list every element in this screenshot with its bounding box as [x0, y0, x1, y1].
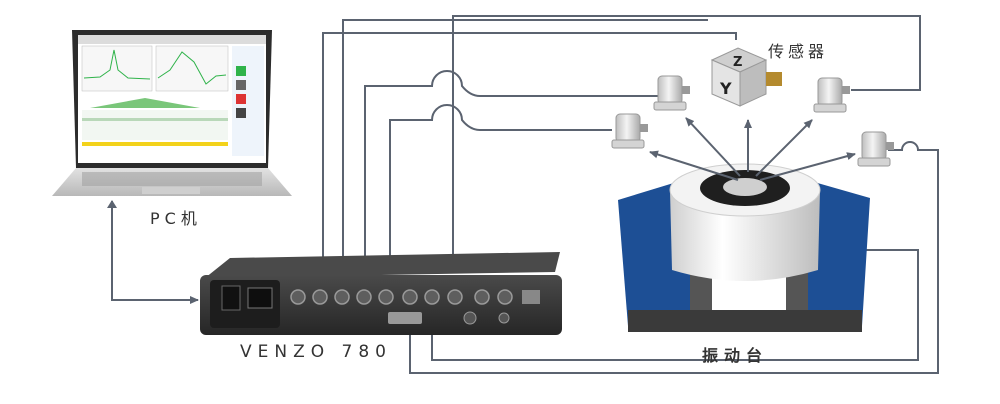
cable-pc-link: [111, 206, 199, 304]
ethernet-port[interactable]: [522, 290, 540, 304]
sensor-right-top: [813, 77, 850, 113]
laptop-keyboard: [82, 172, 262, 186]
sensor-arrows: [649, 117, 856, 181]
bnc-connector[interactable]: [447, 289, 463, 305]
screen-table: [82, 110, 228, 140]
cable-sensor-left-top: [339, 19, 708, 267]
cube-y-label: Y: [719, 79, 732, 98]
arrow-to-right-top: [755, 119, 813, 177]
cable-sensor-mid: [361, 70, 668, 267]
cube-z-label: Z: [733, 55, 742, 70]
pc-label: PC机: [150, 209, 202, 228]
bnc-connector[interactable]: [474, 289, 490, 305]
cable-sensor-right-top: [449, 15, 921, 267]
screen-side-icon-4: [236, 108, 246, 118]
sensor-left-bottom: [611, 113, 648, 149]
cable-drive-output: [431, 249, 919, 361]
screen-toolbar: [78, 35, 266, 44]
screen-side-icon-2: [236, 80, 246, 90]
small-connector[interactable]: [498, 312, 510, 324]
cube-connector: [766, 72, 782, 86]
arrow-to-right: [759, 152, 856, 181]
arrow-to-left-bottom: [649, 150, 739, 181]
screen-status-bar: [82, 142, 228, 146]
shaker-base: [628, 310, 862, 332]
shaker-table-insert: [723, 178, 767, 196]
bnc-connector[interactable]: [334, 289, 350, 305]
controller-label: VENZO 780: [240, 342, 392, 362]
screen-plot-left: [81, 45, 153, 92]
bnc-connector[interactable]: [378, 289, 394, 305]
power-socket[interactable]: [247, 287, 273, 309]
sensor-label: 传感器: [768, 42, 829, 61]
cube-right: [739, 59, 767, 107]
screen-side-icon-1: [236, 66, 246, 76]
bnc-connector[interactable]: [312, 289, 328, 305]
screen-plot-right: [155, 45, 229, 92]
controller-box: [200, 252, 562, 335]
shaker-label: 振动台: [702, 346, 769, 365]
bnc-connector[interactable]: [356, 289, 372, 305]
screen-curve-right: [157, 51, 227, 85]
db-port[interactable]: [388, 312, 422, 324]
arrow-to-left-top: [685, 117, 741, 177]
cable-sensor-right: [409, 141, 939, 374]
sensor-cube: Z Y: [710, 47, 782, 107]
cable-sensor-left-bottom: [386, 104, 612, 267]
screen-table-row: [82, 118, 228, 121]
bnc-connector[interactable]: [424, 289, 440, 305]
bnc-connector[interactable]: [290, 289, 306, 305]
laptop: [52, 30, 292, 196]
controller-top: [205, 252, 560, 278]
bnc-connectors: [290, 289, 513, 305]
shaker: [618, 163, 870, 332]
knob[interactable]: [463, 311, 477, 325]
screen-bar-block: [90, 98, 200, 108]
bnc-connector[interactable]: [402, 289, 418, 305]
screen-side-icon-3: [236, 94, 246, 104]
screen-curve-left: [83, 49, 151, 80]
sensor-right: [857, 131, 894, 167]
sensor-left-top: [653, 75, 690, 111]
laptop-touchpad: [142, 187, 200, 194]
bnc-connector[interactable]: [497, 289, 513, 305]
cables: [107, 15, 939, 374]
arrowhead-pc: [107, 200, 117, 208]
cable-sensor-cube: [319, 32, 737, 267]
power-switch[interactable]: [221, 285, 241, 311]
